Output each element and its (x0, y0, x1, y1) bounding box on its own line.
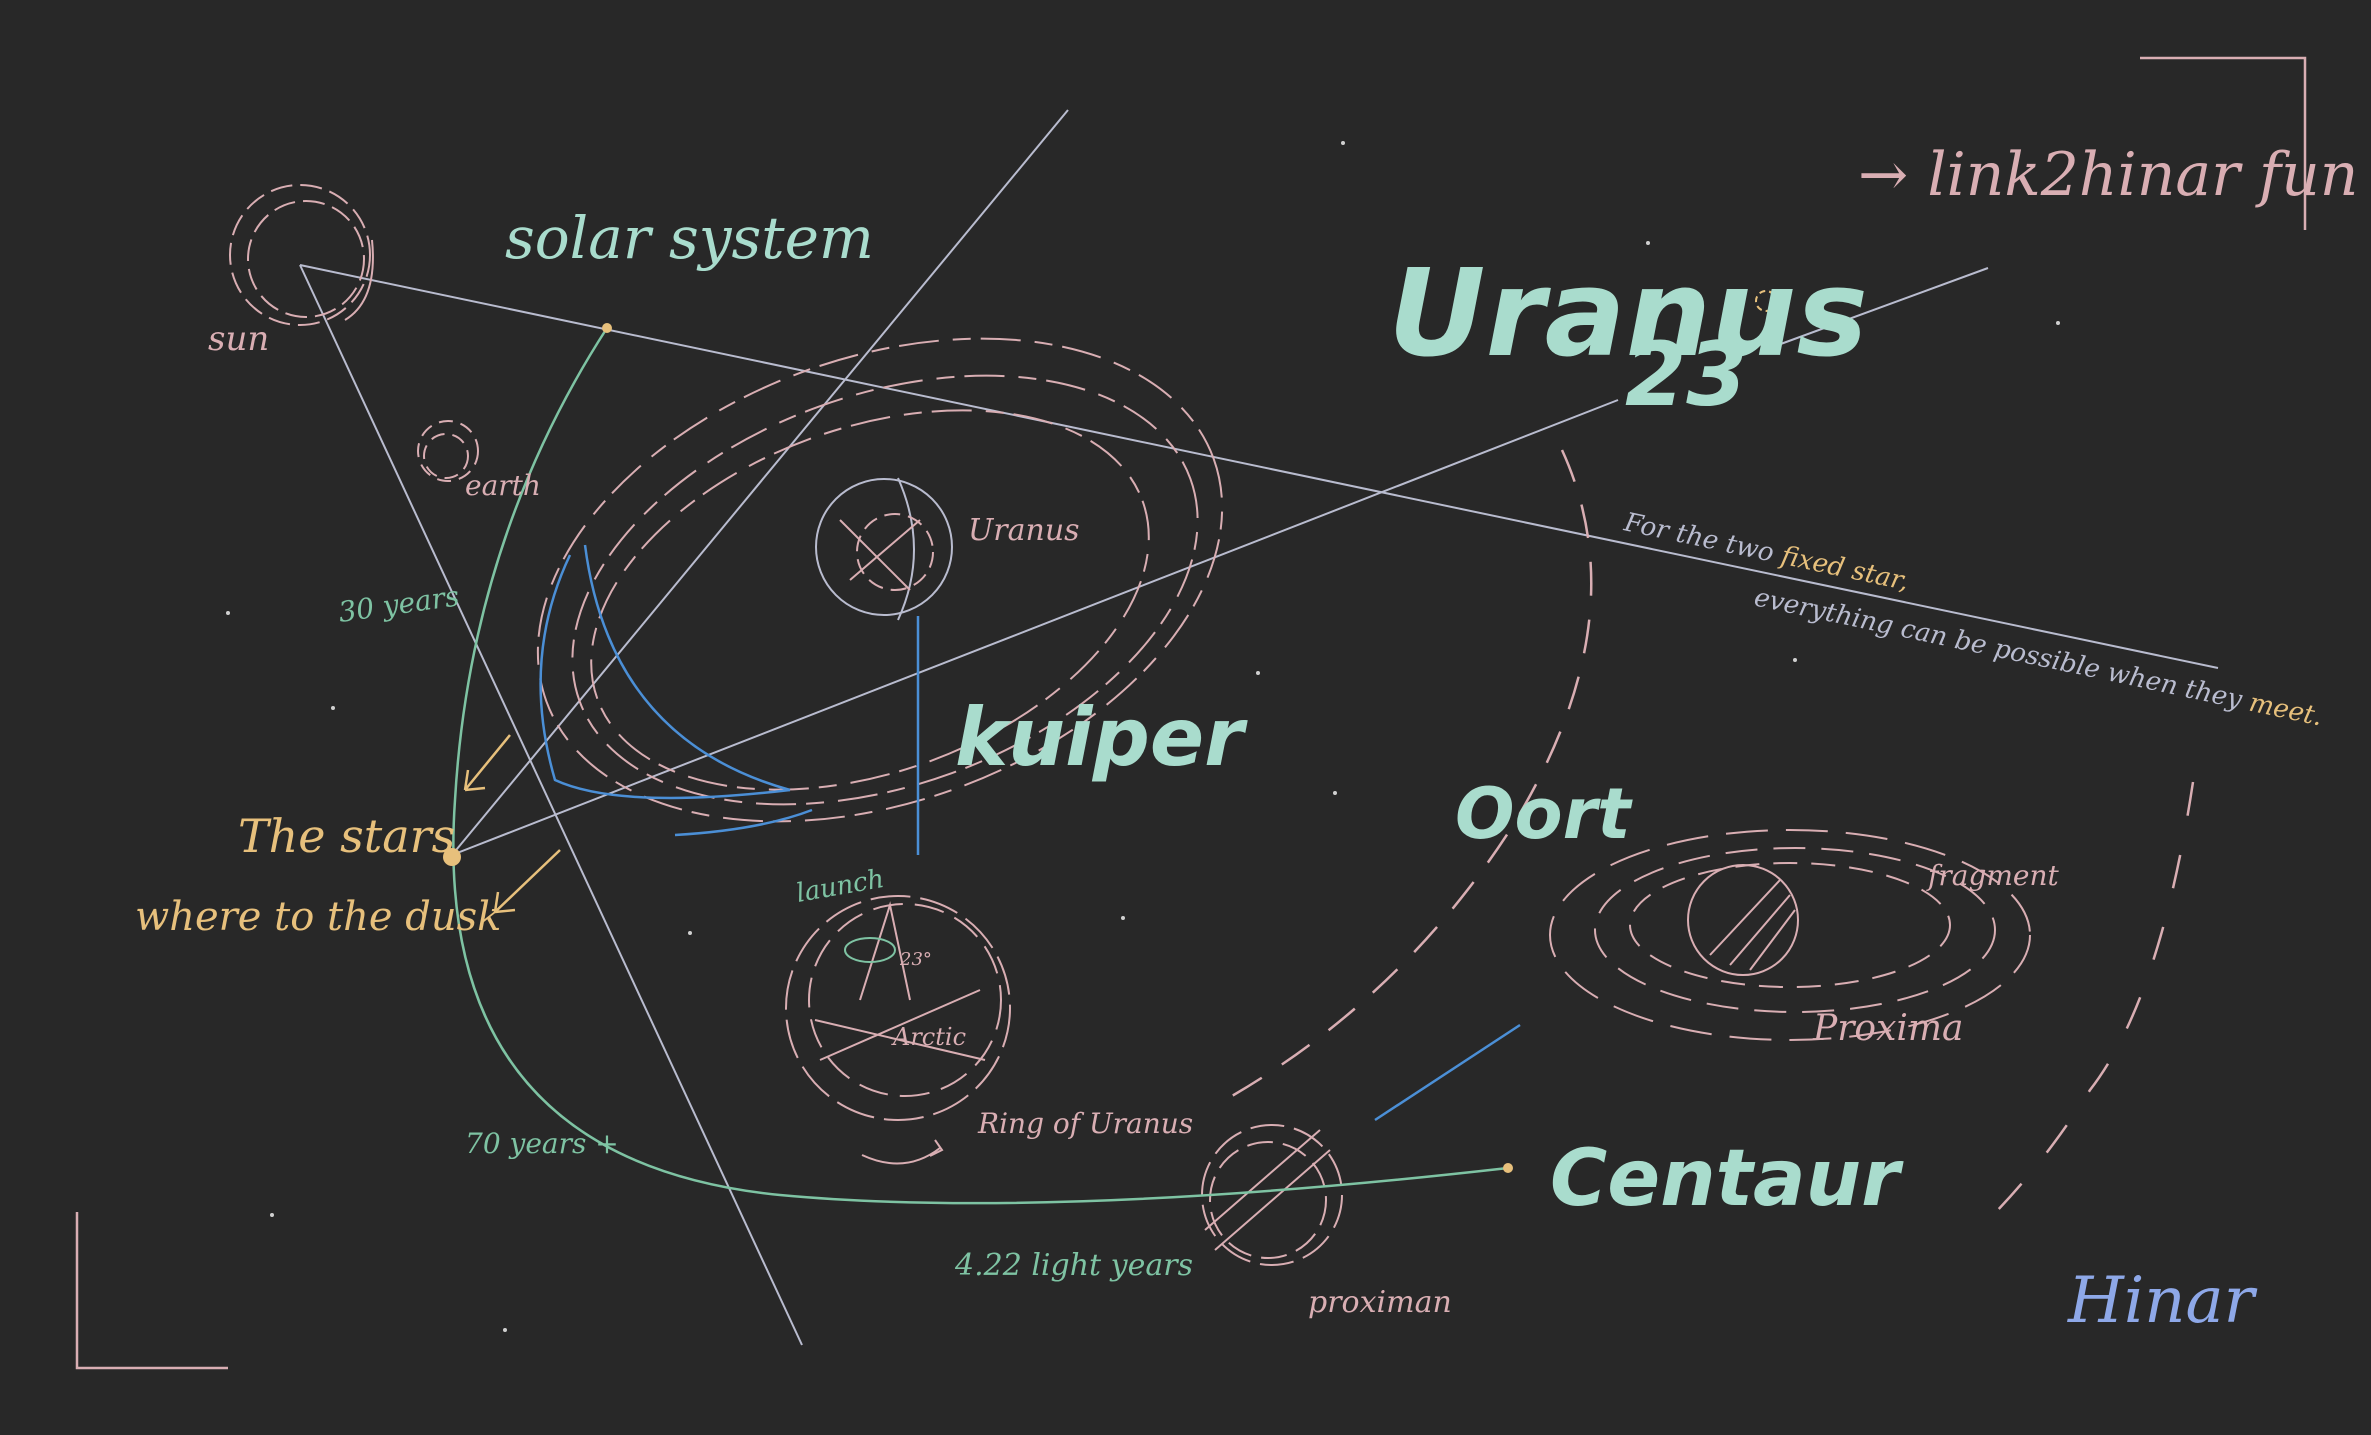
centaur-point (1503, 1163, 1513, 1173)
planet-glyph (1755, 290, 1777, 312)
kuiper-label: kuiper (955, 691, 1248, 784)
uranus-small-sketch (815, 477, 953, 621)
sun-label: sun (208, 319, 269, 359)
yellow-arrows (463, 734, 561, 914)
proxima-sketch (1549, 829, 2031, 1041)
kuiper-blue-arcs (539, 544, 920, 855)
centaur-label: Centaur (1550, 1134, 1904, 1224)
corner-frame-top-right (2140, 56, 2307, 230)
trajectory-curve (452, 327, 1509, 1205)
fragment-label: fragment (1926, 859, 2060, 892)
guide-lines (299, 109, 2219, 1346)
star-specks (226, 141, 2060, 1332)
oort-cloud-arc (1224, 449, 1593, 1102)
earth-label: earth (465, 469, 541, 502)
corner-frame-bottom-left (75, 1212, 228, 1370)
meet-note-text: everything can be possible when they (1752, 583, 2253, 718)
link-label[interactable]: → link2hinar fun (1858, 140, 2358, 210)
seventy-years-label: 70 years + (465, 1127, 619, 1160)
stars-point (443, 848, 461, 866)
earth-orbit-point (602, 323, 612, 333)
ring-of-uranus-sketch (785, 895, 1011, 1165)
stars-label-line2: where to the dusk (135, 894, 501, 940)
stars-label-line1: The stars (238, 809, 455, 863)
meet-note: everything can be possible when they mee… (1752, 583, 2326, 733)
light-years-label: 4.22 light years (954, 1248, 1193, 1283)
uranus-subscript: 23 (1625, 323, 1747, 426)
earth-sketch (417, 420, 479, 482)
uranus-title: Uranus (1388, 245, 1868, 384)
outer-arc (1977, 781, 2195, 1231)
proximan-sketch (1201, 1124, 1343, 1266)
solar-system-label: solar system (505, 204, 874, 272)
launch-label: launch (794, 864, 886, 909)
kuiper-belt (536, 337, 1224, 823)
sun-sketch (229, 184, 374, 326)
meet-highlight: meet. (2246, 688, 2325, 733)
proximan-label: proximan (1308, 1285, 1452, 1320)
signature: Hinar (2067, 1264, 2258, 1338)
fixed-star-note-text: For the two (1621, 507, 1785, 570)
oort-label: Oort (1455, 773, 1633, 855)
arctic-label: Arctic (891, 1023, 966, 1051)
proxima-label: Proxima (1812, 1008, 1964, 1049)
centaur-link-line (1374, 1023, 1521, 1122)
uranus-small-label: Uranus (968, 513, 1080, 548)
angle-label: 23° (899, 949, 932, 970)
ring-of-uranus-label: Ring of Uranus (977, 1107, 1193, 1140)
thirty-years-label: 30 years (336, 579, 461, 629)
